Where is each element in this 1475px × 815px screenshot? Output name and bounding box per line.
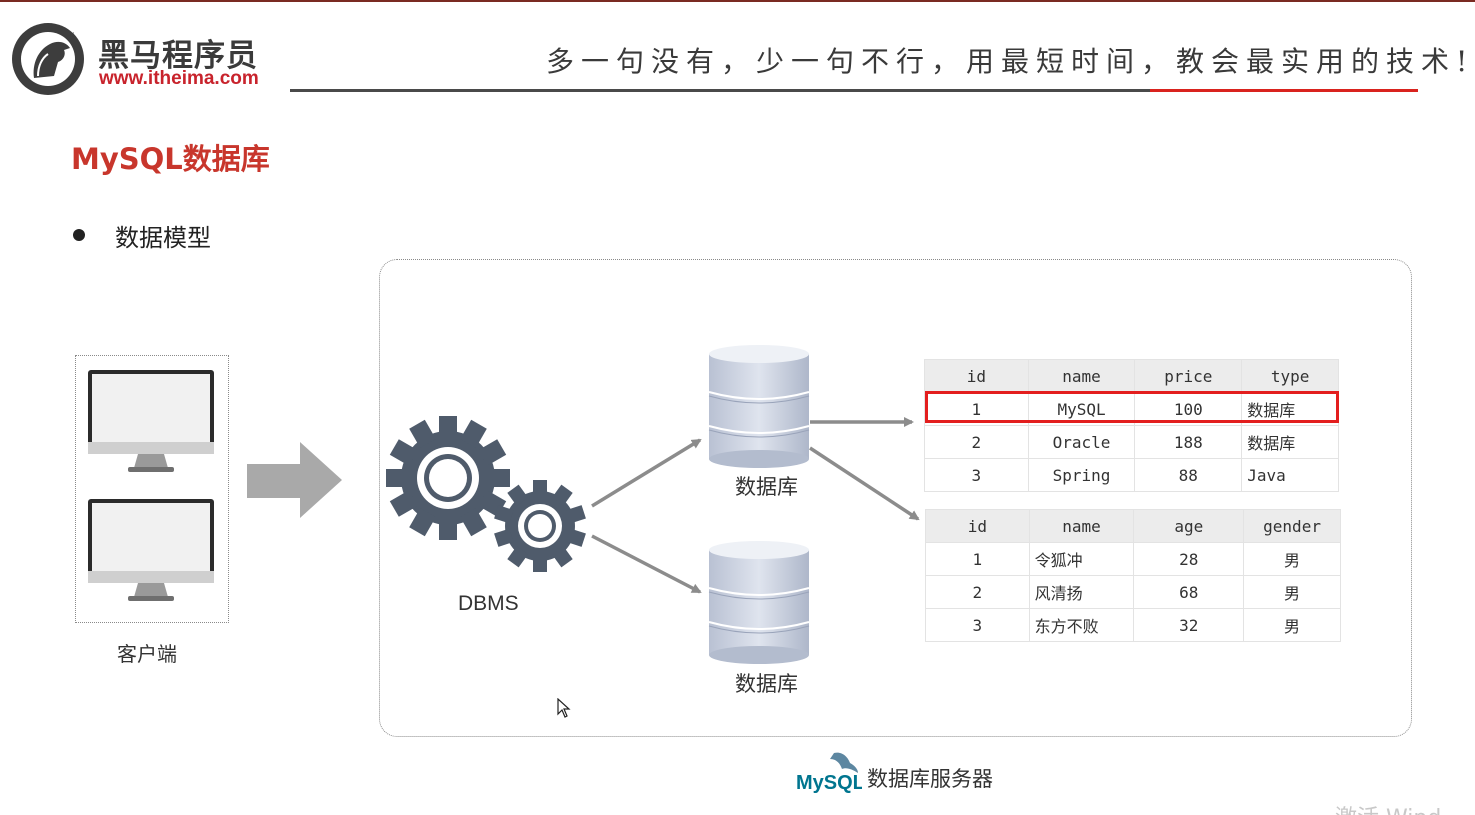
column-header: price [1134,359,1243,393]
table-row: 2 风清扬 68 男 [925,575,1341,609]
logo-url: www.itheima.com [99,68,259,89]
column-header: age [1133,509,1245,543]
bullet-text: 数据模型 [115,224,211,252]
top-border [0,0,1475,2]
table-row: 2 Oracle 188 数据库 [924,425,1339,459]
table-cell: 88 [1134,458,1243,492]
column-header: id [924,359,1029,393]
mouse-cursor-icon [557,698,571,718]
page-title: MySQL数据库 [71,142,270,176]
column-header: name [1028,509,1135,543]
table-cell: 东方不败 [1028,608,1135,642]
table-cell: 32 [1133,608,1245,642]
monitor-icons [88,370,214,601]
client-label: 客户端 [117,642,177,666]
table-cell: Oracle [1027,425,1136,459]
column-header: gender [1243,509,1341,543]
monitor-icon [88,499,214,601]
arrow-right-icon [247,442,342,518]
caption-text: 数据库服务器 [867,767,993,791]
table-cell: 188 [1134,425,1243,459]
table-cell: 3 [924,458,1029,492]
monitor-icon [88,370,214,472]
products-table: id name price type 1 MySQL 100 数据库 2 Ora… [924,359,1339,492]
table-cell: Java [1241,458,1339,492]
mysql-logo-text: MySQL [796,772,862,794]
database-icon [708,541,810,664]
database-icon [708,345,810,468]
table-cell: 1 [924,392,1029,426]
table-row: 3 东方不败 32 男 [925,608,1341,642]
table-cell: MySQL [1027,392,1136,426]
column-header: type [1241,359,1339,393]
table-cell: 68 [1133,575,1245,609]
table-cell: 男 [1243,542,1341,576]
mysql-logo-icon: MySQL [796,752,862,794]
table-cell: 风清扬 [1028,575,1135,609]
table-cell: 数据库 [1241,392,1339,426]
bullet-icon [73,229,85,241]
table-row: 1 令狐冲 28 男 [925,542,1341,576]
table-cell: 数据库 [1241,425,1339,459]
table-cell: 2 [925,575,1030,609]
gear-icon [386,416,586,572]
database-label: 数据库 [735,672,798,696]
server-caption: MySQL 数据库服务器 [796,749,1056,799]
column-header: id [925,509,1030,543]
table-row: 1 MySQL 100 数据库 [924,392,1339,426]
table-cell: 男 [1243,575,1341,609]
table-cell: 100 [1134,392,1243,426]
table-row: 3 Spring 88 Java [924,458,1339,492]
table-cell: 28 [1133,542,1245,576]
header-rule-accent [1150,89,1418,92]
users-table: id name age gender 1 令狐冲 28 男 2 风清扬 68 男… [925,509,1341,642]
column-header: name [1027,359,1136,393]
database-label: 数据库 [735,475,798,499]
table-header-row: id name price type [924,359,1339,393]
table-cell: 男 [1243,608,1341,642]
horse-logo-icon [12,23,84,95]
table-header-row: id name age gender [925,509,1341,543]
header-rule [290,89,1150,92]
activation-watermark: 激活 Wind [1335,800,1441,815]
logo-chinese-name: 黑马程序员 [98,38,258,74]
client-group [75,355,229,623]
table-cell: 1 [925,542,1030,576]
brand-logo: 黑马程序员 www.itheima.com [8,20,308,100]
database-server-box [379,259,1412,737]
slogan: 多一句没有，少一句不行，用最短时间，教会最实用的技术! [546,45,1475,78]
table-cell: 3 [925,608,1030,642]
table-cell: 令狐冲 [1028,542,1135,576]
table-cell: 2 [924,425,1029,459]
dbms-label: DBMS [458,592,519,615]
table-cell: Spring [1027,458,1136,492]
